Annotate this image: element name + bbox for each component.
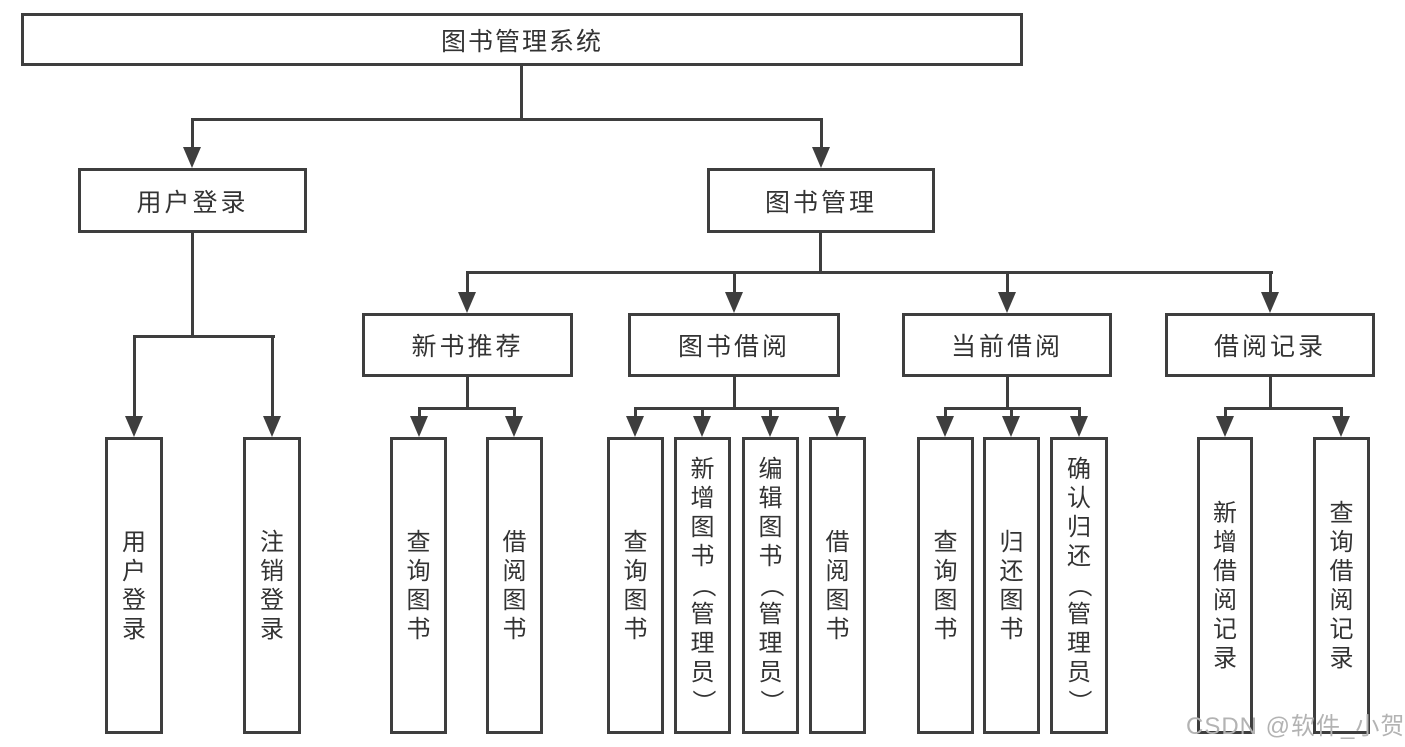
node-current-borrow: 当前借阅 xyxy=(902,313,1112,377)
connector-line xyxy=(191,118,823,121)
leaf-logout: 注销登录 xyxy=(243,437,301,734)
connector-line xyxy=(191,233,194,338)
arrow-down-icon xyxy=(183,147,201,168)
connector-line xyxy=(520,66,523,121)
connector-line xyxy=(1006,271,1009,295)
leaf-query-borrow-record: 查询借阅记录 xyxy=(1313,437,1370,734)
root-node: 图书管理系统 xyxy=(21,13,1023,66)
leaf-query-current-borrow: 查询图书 xyxy=(917,437,974,734)
arrow-down-icon xyxy=(1002,416,1020,437)
connector-line xyxy=(191,118,194,150)
arrow-down-icon xyxy=(812,147,830,168)
arrow-down-icon xyxy=(626,416,644,437)
connector-line xyxy=(513,407,516,420)
arrow-down-icon xyxy=(725,292,743,313)
arrow-down-icon xyxy=(263,416,281,437)
leaf-edit-book-admin: 编辑图书（管理员） xyxy=(742,437,799,734)
arrow-down-icon xyxy=(1332,416,1350,437)
node-book-borrow: 图书借阅 xyxy=(628,313,840,377)
connector-line xyxy=(944,407,947,420)
node-borrow-records: 借阅记录 xyxy=(1165,313,1375,377)
connector-line xyxy=(836,407,839,420)
leaf-query-book: 查询图书 xyxy=(607,437,664,734)
node-new-book-recommend: 新书推荐 xyxy=(362,313,573,377)
arrow-down-icon xyxy=(458,292,476,313)
connector-line xyxy=(1224,407,1343,410)
leaf-user-login: 用户登录 xyxy=(105,437,163,734)
arrow-down-icon xyxy=(505,416,523,437)
leaf-return-book: 归还图书 xyxy=(983,437,1040,734)
arrow-down-icon xyxy=(1261,292,1279,313)
arrow-down-icon xyxy=(936,416,954,437)
connector-line xyxy=(271,335,274,419)
connector-line xyxy=(1010,407,1013,420)
connector-line xyxy=(1269,271,1272,295)
connector-line xyxy=(820,118,823,150)
connector-line xyxy=(634,407,839,410)
arrow-down-icon xyxy=(410,416,428,437)
leaf-add-borrow-record: 新增借阅记录 xyxy=(1197,437,1253,734)
connector-line xyxy=(418,407,516,410)
connector-line xyxy=(466,271,1273,274)
connector-line xyxy=(701,407,704,420)
leaf-confirm-return-admin: 确认归还（管理员） xyxy=(1050,437,1108,734)
arrow-down-icon xyxy=(761,416,779,437)
connector-line xyxy=(466,271,469,295)
arrow-down-icon xyxy=(998,292,1016,313)
connector-line xyxy=(1340,407,1343,420)
connector-line xyxy=(133,335,136,419)
connector-line xyxy=(733,377,736,410)
csdn-watermark: CSDN @软件_小贺同学 xyxy=(1186,713,1405,740)
leaf-query-book-recommend: 查询图书 xyxy=(390,437,447,734)
leaf-borrow-book: 借阅图书 xyxy=(809,437,866,734)
connector-line xyxy=(819,233,822,274)
leaf-add-book-admin: 新增图书（管理员） xyxy=(674,437,731,734)
connector-line xyxy=(733,271,736,295)
arrow-down-icon xyxy=(1216,416,1234,437)
connector-line xyxy=(1078,407,1081,420)
arrow-down-icon xyxy=(1070,416,1088,437)
arrow-down-icon xyxy=(125,416,143,437)
arrow-down-icon xyxy=(828,416,846,437)
connector-line xyxy=(1224,407,1227,420)
connector-line xyxy=(634,407,637,420)
connector-line xyxy=(769,407,772,420)
leaf-borrow-book-recommend: 借阅图书 xyxy=(486,437,543,734)
node-user-login: 用户登录 xyxy=(78,168,307,233)
node-book-management: 图书管理 xyxy=(707,168,935,233)
connector-line xyxy=(1269,377,1272,410)
connector-line xyxy=(418,407,421,420)
connector-line xyxy=(133,335,275,338)
connector-line xyxy=(1006,377,1009,410)
connector-line xyxy=(466,377,469,410)
arrow-down-icon xyxy=(693,416,711,437)
